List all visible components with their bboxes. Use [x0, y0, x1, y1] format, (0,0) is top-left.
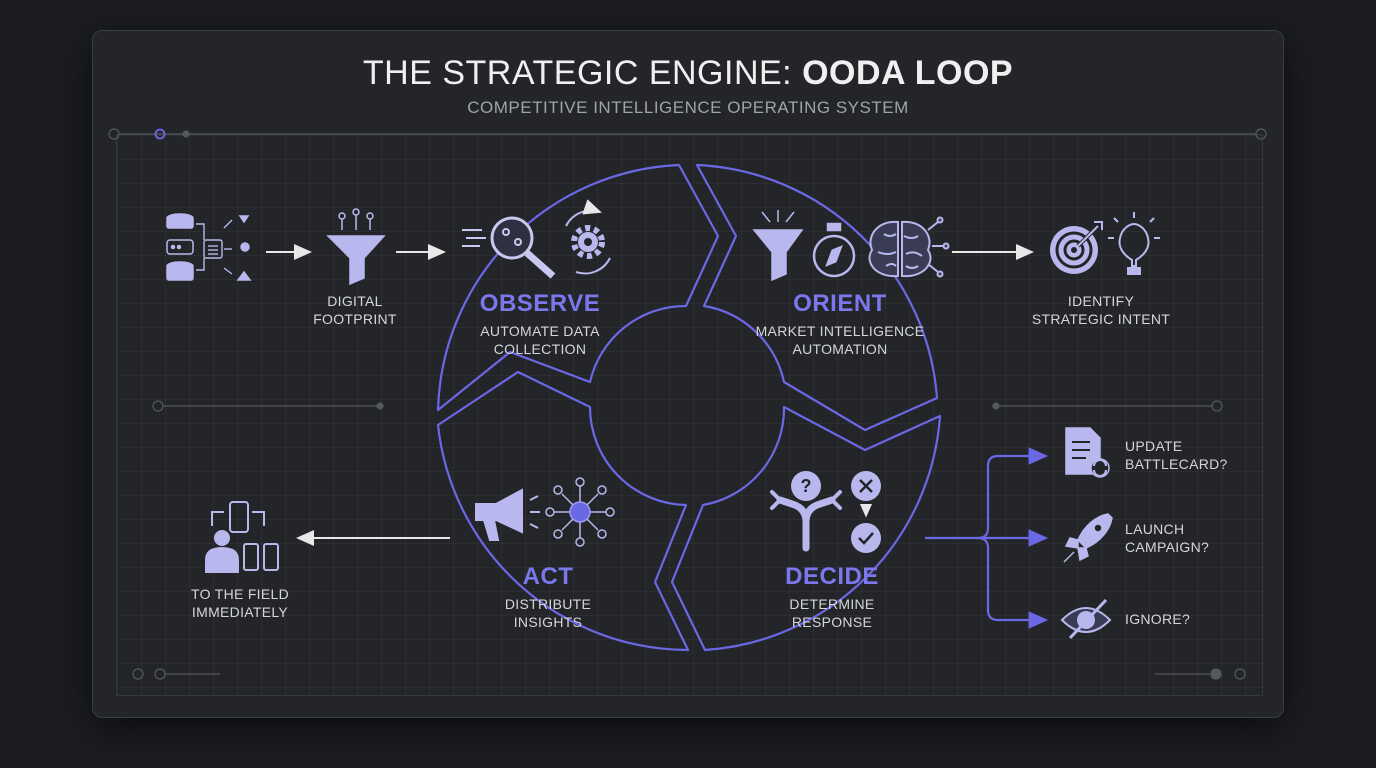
observe-line2: COLLECTION: [493, 341, 587, 357]
act-title: ACT: [522, 563, 574, 590]
act-segment: [436, 370, 690, 652]
flow-arrows: [266, 244, 1034, 546]
document-icon: [1065, 427, 1110, 478]
search-icon: [462, 216, 556, 279]
orient-description: MARKET INTELLIGENCE AUTOMATION: [750, 322, 930, 358]
orient-line1: MARKET INTELLIGENCE: [755, 323, 925, 339]
main-panel: [92, 30, 1284, 718]
decide-title: DECIDE: [785, 563, 879, 590]
x-icon: [851, 471, 881, 501]
database-icon: [166, 213, 252, 281]
orient-line2: AUTOMATION: [792, 341, 888, 357]
field-line2: IMMEDIATELY: [191, 604, 289, 620]
ignore-line1: IGNORE?: [1125, 611, 1191, 627]
title-bold: OODA LOOP: [802, 54, 1014, 92]
people-devices-icon: [205, 501, 279, 573]
act-line1: DISTRIBUTE: [504, 596, 592, 612]
battlecard-line1: UPDATE: [1125, 438, 1183, 454]
field-label: TO THE FIELD IMMEDIATELY: [180, 585, 300, 621]
title-prefix: THE STRATEGIC ENGINE:: [362, 54, 803, 92]
intent-line2: STRATEGIC INTENT: [1031, 311, 1171, 327]
network-icon: [545, 477, 615, 547]
question-icon: ?: [791, 471, 821, 501]
observe-description: AUTOMATE DATA COLLECTION: [455, 322, 625, 358]
footprint-line1: DIGITAL: [327, 293, 383, 309]
svg-text:?: ?: [801, 476, 812, 496]
gear-icon: [565, 199, 611, 275]
page-title: THE STRATEGIC ENGINE: OODA LOOP: [0, 54, 1376, 93]
option-battlecard: UPDATE BATTLECARD?: [1125, 437, 1228, 473]
ooda-loop: [436, 163, 942, 652]
decide-description: DETERMINE RESPONSE: [752, 595, 912, 631]
intent-line1: IDENTIFY: [1067, 293, 1135, 309]
rocket-icon: [1063, 513, 1113, 563]
eye-off-icon: [1060, 598, 1112, 640]
brain-icon: [868, 216, 950, 278]
orient-segment: [695, 163, 939, 432]
observe-segment: [436, 163, 720, 412]
orient-title: ORIENT: [793, 290, 887, 317]
decide-line2: RESPONSE: [791, 614, 873, 630]
lightbulb-icon: [1108, 212, 1160, 275]
check-icon: [851, 523, 881, 553]
megaphone-icon: [475, 488, 540, 541]
funnel-icon: [752, 210, 804, 282]
compass-icon: [812, 222, 856, 278]
decide-line1: DETERMINE: [789, 596, 875, 612]
decision-branches: [925, 447, 1049, 629]
battlecard-line2: BATTLECARD?: [1125, 456, 1228, 472]
observe-line1: AUTOMATE DATA: [480, 323, 600, 339]
footprint-line2: FOOTPRINT: [313, 311, 397, 327]
field-line1: TO THE FIELD: [191, 586, 289, 602]
target-icon: [1050, 221, 1103, 274]
decide-segment: [670, 405, 942, 652]
option-ignore: IGNORE?: [1125, 610, 1190, 628]
act-line2: INSIGHTS: [513, 614, 583, 630]
fork-icon: [770, 490, 842, 552]
footprint-label: DIGITAL FOOTPRINT: [300, 292, 410, 328]
funnel-icon: [326, 208, 386, 286]
option-campaign: LAUNCH CAMPAIGN?: [1125, 520, 1209, 556]
decorative-rails: [108, 128, 1267, 680]
intent-label: IDENTIFY STRATEGIC INTENT: [1026, 292, 1176, 328]
page-subtitle: COMPETITIVE INTELLIGENCE OPERATING SYSTE…: [467, 98, 909, 117]
campaign-line1: LAUNCH: [1125, 521, 1185, 537]
observe-title: OBSERVE: [479, 290, 601, 317]
campaign-line2: CAMPAIGN?: [1125, 539, 1210, 555]
act-description: DISTRIBUTE INSIGHTS: [468, 595, 628, 631]
